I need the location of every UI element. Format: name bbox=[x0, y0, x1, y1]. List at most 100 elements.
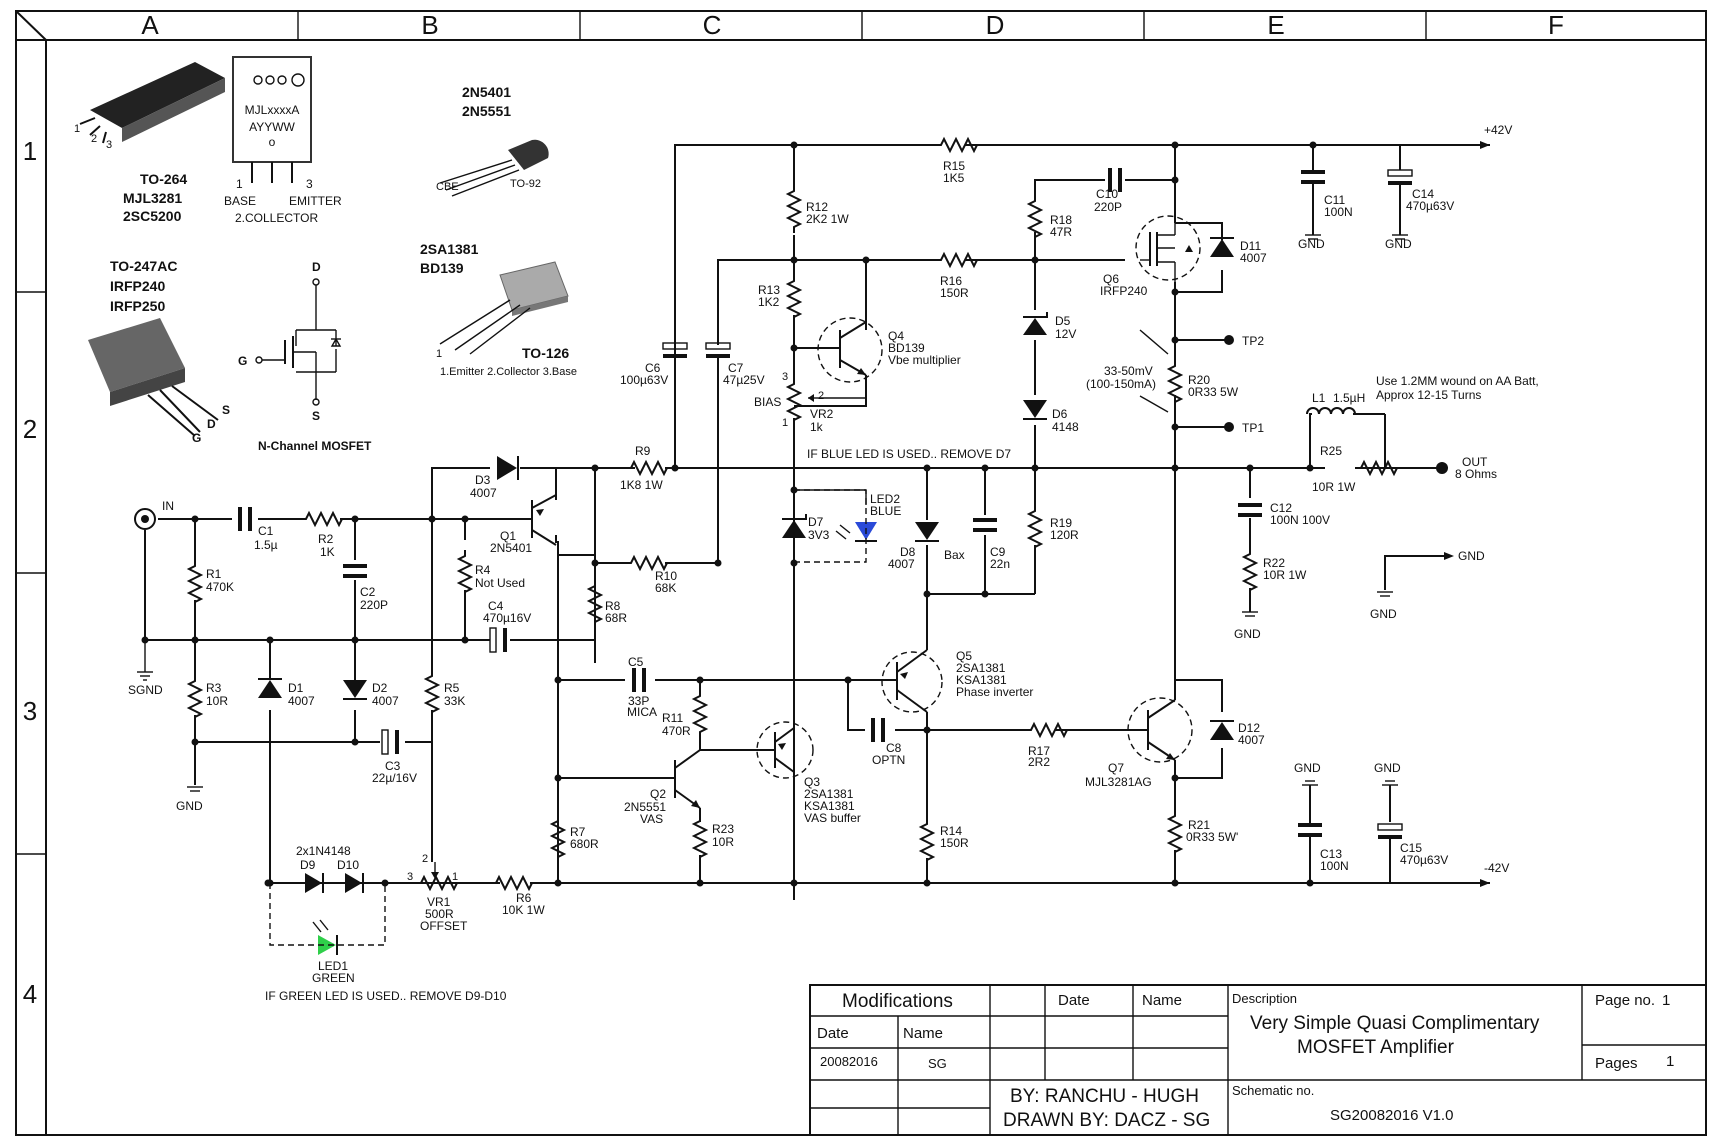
c15-name: C15 bbox=[1400, 841, 1422, 855]
q4-function: Vbe multiplier bbox=[888, 353, 961, 367]
q3-function: VAS buffer bbox=[804, 811, 861, 825]
label-gnd: GND bbox=[1294, 761, 1321, 775]
c6-name: C6 bbox=[645, 361, 661, 375]
c13-value: 100N bbox=[1320, 859, 1349, 873]
r5-name: R5 bbox=[444, 681, 460, 695]
r22-name: R22 bbox=[1263, 556, 1285, 570]
package-name: TO-264 bbox=[140, 171, 187, 187]
inductor-l1 bbox=[1306, 407, 1356, 415]
r5-value: 33K bbox=[444, 694, 465, 708]
pin-label: 3 bbox=[106, 139, 112, 151]
package-name: TO-247AC bbox=[110, 258, 177, 274]
coil-note-1: Use 1.2MM wound on AA Batt, bbox=[1376, 374, 1539, 388]
label-gnd: GND bbox=[1385, 237, 1412, 251]
c4-name: C4 bbox=[488, 599, 504, 613]
r4-value: Not Used bbox=[475, 576, 525, 590]
q2-name: Q2 bbox=[650, 787, 666, 801]
r9-name: R9 bbox=[635, 444, 651, 458]
terminals bbox=[134, 141, 1490, 887]
r1-value: 470K bbox=[206, 580, 234, 594]
option-boxes bbox=[269, 489, 867, 946]
led2-name: LED2 bbox=[870, 492, 900, 506]
ground-symbols bbox=[137, 234, 1408, 792]
potentiometers bbox=[414, 377, 866, 890]
r10-value: 68K bbox=[655, 581, 676, 595]
c1-name: C1 bbox=[258, 524, 274, 538]
package-marking: AYYWW bbox=[249, 120, 295, 134]
c9-name: C9 bbox=[990, 545, 1006, 559]
label-gnd: GND bbox=[176, 799, 203, 813]
c5-value: 33P bbox=[628, 694, 649, 708]
c15-value: 470µ63V bbox=[1400, 853, 1448, 867]
label-neg-rail: -42V bbox=[1484, 861, 1509, 875]
q2-function: VAS bbox=[640, 812, 663, 826]
led2-value: BLUE bbox=[870, 504, 901, 518]
c11-value: 100N bbox=[1324, 205, 1353, 219]
pages: 1 bbox=[1666, 1053, 1674, 1070]
package-name: TO-92 bbox=[510, 178, 541, 190]
c14-value: 470µ63V bbox=[1406, 199, 1454, 213]
r6-value: 10K 1W bbox=[502, 903, 545, 917]
c6-value: 100µ63V bbox=[620, 373, 668, 387]
d6-name: D6 bbox=[1052, 407, 1068, 421]
vr1-function: OFFSET bbox=[420, 919, 468, 933]
mosfet-symbol-legend: D G S N-Channel MOSFET bbox=[238, 260, 372, 453]
r7-name: R7 bbox=[570, 825, 586, 839]
d8-name: D8 bbox=[900, 545, 916, 559]
q1-name: Q1 bbox=[500, 529, 516, 543]
r20-name: R20 bbox=[1188, 373, 1210, 387]
column-label: D bbox=[986, 10, 1005, 40]
r11-value: 470R bbox=[662, 724, 691, 738]
vr2-pin-label: 1 bbox=[782, 417, 788, 429]
package-marking: o bbox=[269, 135, 276, 149]
title-block: Modifications Date Name Date Name 200820… bbox=[809, 984, 1707, 1136]
part-number: 2SA1381 bbox=[420, 241, 479, 257]
led1-name: LED1 bbox=[318, 959, 348, 973]
pin-label: 1 bbox=[74, 123, 80, 135]
c7-name: C7 bbox=[728, 361, 744, 375]
r21-value: 0R33 5W' bbox=[1186, 830, 1238, 844]
package-name: TO-126 bbox=[522, 345, 569, 361]
c5-name: C5 bbox=[628, 655, 644, 669]
q5-value: 2SA1381 bbox=[956, 661, 1006, 675]
r12-name: R12 bbox=[806, 200, 828, 214]
r1-name: R1 bbox=[206, 567, 222, 581]
description-header: Description bbox=[1232, 991, 1297, 1006]
package-to247: TO-247AC IRFP240 IRFP250 S D G bbox=[88, 258, 230, 445]
q4-name: Q4 bbox=[888, 329, 904, 343]
r3-name: R3 bbox=[206, 681, 222, 695]
r19-name: R19 bbox=[1050, 516, 1072, 530]
column-label: C bbox=[703, 10, 722, 40]
page-no-label: Page no. bbox=[1595, 992, 1655, 1009]
d7-name: D7 bbox=[808, 515, 824, 529]
r14-value: 150R bbox=[940, 836, 969, 850]
mod-name: SG bbox=[928, 1056, 947, 1071]
r13-value: 1K2 bbox=[758, 295, 780, 309]
part-number: MJL3281 bbox=[123, 190, 182, 206]
r18-value: 47R bbox=[1050, 225, 1072, 239]
pin-label: CBE bbox=[436, 181, 459, 193]
r4-name: R4 bbox=[475, 563, 491, 577]
vr2-value: 1k bbox=[810, 420, 824, 434]
r21-name: R21 bbox=[1188, 818, 1210, 832]
schematic-no: SG20082016 V1.0 bbox=[1330, 1107, 1453, 1124]
label-bias-mv: 33-50mV bbox=[1104, 364, 1153, 378]
d6-value: 4148 bbox=[1052, 420, 1079, 434]
label-gnd: GND bbox=[1234, 627, 1261, 641]
d12-name: D12 bbox=[1238, 721, 1260, 735]
vr2-name: VR2 bbox=[810, 407, 834, 421]
mod-date: 20082016 bbox=[820, 1054, 878, 1069]
r13-name: R13 bbox=[758, 283, 780, 297]
q7-symbol bbox=[1127, 665, 1193, 780]
component-labels: IN SGND GND C1 1.5µ R2 1K C2 220P R1 470… bbox=[128, 123, 1539, 1003]
part-number: IRFP240 bbox=[110, 278, 165, 294]
row-headers: 1 2 3 4 bbox=[23, 136, 37, 1009]
d2-name: D2 bbox=[372, 681, 388, 695]
r14-name: R14 bbox=[940, 824, 962, 838]
part-number: 2SC5200 bbox=[123, 208, 182, 224]
label-pos-rail: +42V bbox=[1484, 123, 1512, 137]
q2-symbol bbox=[665, 749, 701, 809]
q5-function: Phase inverter bbox=[956, 685, 1033, 699]
r22-value: 10R 1W bbox=[1263, 568, 1307, 582]
